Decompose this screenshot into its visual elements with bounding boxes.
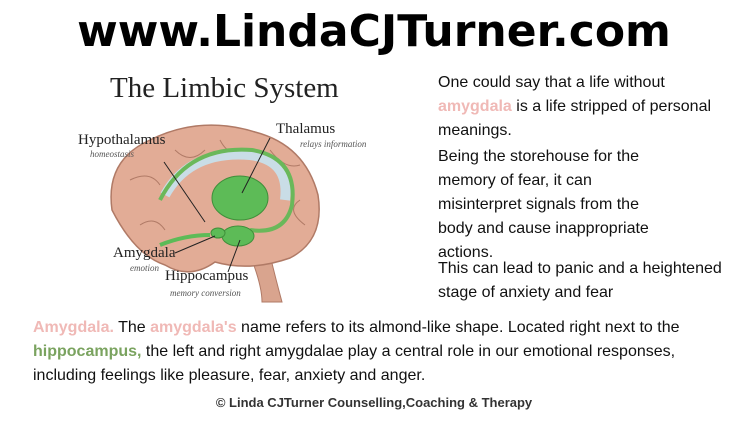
text: is a life stripped of personal meanings. bbox=[438, 98, 712, 139]
amygdala-description: Amygdala. The amygdala's name refers to … bbox=[33, 316, 733, 388]
paragraph-fear: Being the storehouse for the memory of f… bbox=[438, 148, 649, 261]
highlight-amygdala: Amygdala. bbox=[33, 319, 114, 336]
label-thalamus: Thalamus bbox=[276, 121, 336, 137]
sub-hippocampus: memory conversion bbox=[170, 288, 241, 298]
sub-hypothalamus: homeostasis bbox=[90, 149, 135, 159]
text: One could say that a life without bbox=[438, 74, 665, 91]
text: name refers to its almond-like shape. Lo… bbox=[236, 319, 680, 336]
paragraph-life: One could say that a life without amygdal… bbox=[438, 71, 738, 143]
sub-amygdala: emotion bbox=[130, 263, 159, 273]
amygdala-shape bbox=[210, 227, 226, 239]
copyright-footer: © Linda CJTurner Counselling,Coaching & … bbox=[215, 395, 533, 410]
label-hippocampus: Hippocampus bbox=[165, 268, 249, 284]
paragraph-panic: This can lead to panic and a heightened … bbox=[438, 260, 722, 301]
label-hypothalamus: Hypothalamus bbox=[78, 132, 166, 148]
ventricle bbox=[160, 149, 291, 201]
highlight-hippocampus: hippocampus, bbox=[33, 343, 142, 360]
diagram-title: The Limbic System bbox=[110, 72, 339, 104]
highlight-amygdalas: amygdala's bbox=[150, 319, 237, 336]
label-amygdala: Amygdala bbox=[113, 245, 176, 261]
sub-thalamus: relays information bbox=[300, 139, 367, 149]
fornix bbox=[158, 147, 295, 233]
highlight-amygdala: amygdala bbox=[438, 98, 512, 115]
brain-stem bbox=[249, 254, 283, 303]
text: The bbox=[113, 319, 151, 336]
site-title: www.LindaCJTurner.com bbox=[77, 6, 671, 57]
text: the left and right amygdalae play a cent… bbox=[33, 343, 676, 384]
hippocampus-shape bbox=[221, 225, 255, 247]
thalamus bbox=[211, 175, 269, 221]
